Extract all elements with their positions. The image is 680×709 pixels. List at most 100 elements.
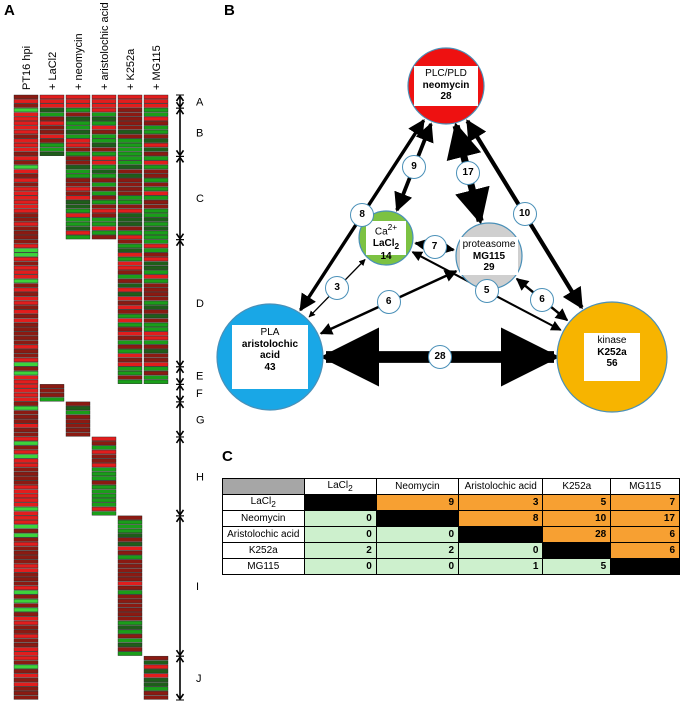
heatmap-cell xyxy=(117,235,143,240)
heatmap-cell xyxy=(143,296,169,301)
heatmap-cell xyxy=(13,528,39,534)
heatmap-cell xyxy=(117,594,143,599)
heatmap-cell xyxy=(117,528,143,534)
heatmap-cell xyxy=(143,186,169,192)
heatmap-column-label: + neomycin xyxy=(73,33,85,90)
heatmap-cell xyxy=(39,112,65,117)
heatmap-cell xyxy=(13,257,39,262)
heatmap-cell xyxy=(65,195,91,200)
heatmap-cell xyxy=(117,305,143,310)
heatmap-cell xyxy=(117,217,143,222)
heatmap-cell xyxy=(143,248,169,253)
heatmap-cell xyxy=(117,541,143,547)
heatmap-cell xyxy=(13,191,39,196)
heatmap-cell xyxy=(117,200,143,205)
heatmap-cell xyxy=(65,129,91,135)
cluster-bracket-arrow xyxy=(175,101,185,109)
heatmap-cell xyxy=(91,454,117,459)
heatmap-cell xyxy=(91,129,117,135)
heatmap-cell xyxy=(143,322,169,327)
heatmap-cell xyxy=(13,638,39,643)
heatmap-cell xyxy=(13,625,39,630)
heatmap-cell xyxy=(117,186,143,192)
node-pla-drug: aristolochic acid xyxy=(241,338,299,362)
heatmap-cell xyxy=(143,217,169,222)
table-corner-cell xyxy=(222,478,305,495)
heatmap-cell xyxy=(117,642,143,647)
heatmap-cell xyxy=(13,515,39,520)
heatmap-cell xyxy=(91,134,117,139)
table-cell: 0 xyxy=(303,510,377,527)
heatmap-cell xyxy=(13,695,39,700)
heatmap-cell xyxy=(13,195,39,200)
heatmap-cell xyxy=(13,300,39,306)
heatmap-cell xyxy=(91,226,117,231)
heatmap-cell xyxy=(143,191,169,196)
heatmap-cell xyxy=(143,252,169,257)
table-cell: 9 xyxy=(375,494,460,511)
heatmap-cell xyxy=(13,445,39,450)
heatmap-cell xyxy=(91,182,117,187)
heatmap-cell xyxy=(143,287,169,292)
heatmap-cell xyxy=(143,112,169,117)
heatmap-cell xyxy=(117,138,143,143)
heatmap-cell xyxy=(13,414,39,420)
heatmap-cell xyxy=(65,138,91,143)
cluster-bracket-arrow xyxy=(175,515,185,523)
heatmap-cell xyxy=(91,471,117,477)
heatmap-cell xyxy=(39,134,65,139)
heatmap-cell xyxy=(13,550,39,555)
heatmap-cell xyxy=(117,230,143,235)
heatmap-cell xyxy=(91,493,117,498)
heatmap-cell xyxy=(143,151,169,156)
table-column-header: Aristolochic acid xyxy=(458,478,544,495)
table-cell: 7 xyxy=(610,494,680,511)
heatmap-cell xyxy=(117,296,143,301)
heatmap-cell xyxy=(117,340,143,345)
heatmap-cell xyxy=(13,121,39,126)
heatmap-cell xyxy=(65,103,91,108)
heatmap-cell xyxy=(117,309,143,314)
heatmap-cell xyxy=(143,143,169,148)
heatmap-cell xyxy=(13,107,39,113)
heatmap-cell xyxy=(91,235,117,240)
heatmap-cell xyxy=(91,160,117,165)
heatmap-cell xyxy=(13,327,39,332)
heatmap-cell xyxy=(117,520,143,525)
heatmap-cell xyxy=(13,243,39,249)
heatmap-cell xyxy=(13,629,39,634)
heatmap-cell xyxy=(13,498,39,503)
table-row-label: LaCl2 xyxy=(222,494,305,511)
node-plc-count: 28 xyxy=(440,91,452,102)
heatmap-cell xyxy=(13,309,39,314)
table-cell: 3 xyxy=(458,494,544,511)
heatmap-cell xyxy=(13,283,39,288)
heatmap-cell xyxy=(117,537,143,542)
heatmap-cell xyxy=(143,292,169,297)
heatmap-cell xyxy=(13,682,39,687)
node-ca-count: 14 xyxy=(380,251,392,263)
heatmap-cell xyxy=(91,164,117,170)
heatmap-cell xyxy=(91,484,117,490)
heatmap-cell xyxy=(65,191,91,196)
cluster-bracket-arrow xyxy=(175,395,185,403)
heatmap-cell xyxy=(13,454,39,459)
table-cell xyxy=(542,542,612,559)
cluster-label: C xyxy=(196,193,204,205)
heatmap-cell xyxy=(117,265,143,270)
heatmap-cell xyxy=(91,441,117,446)
heatmap-cell xyxy=(117,612,143,617)
heatmap-cell xyxy=(65,107,91,113)
heatmap-cell xyxy=(13,125,39,130)
heatmap-cell xyxy=(117,99,143,104)
heatmap-cell xyxy=(13,476,39,481)
heatmap-cell xyxy=(117,616,143,621)
heatmap-cell xyxy=(117,125,143,130)
heatmap-cell xyxy=(13,511,39,516)
heatmap-cell xyxy=(91,173,117,178)
